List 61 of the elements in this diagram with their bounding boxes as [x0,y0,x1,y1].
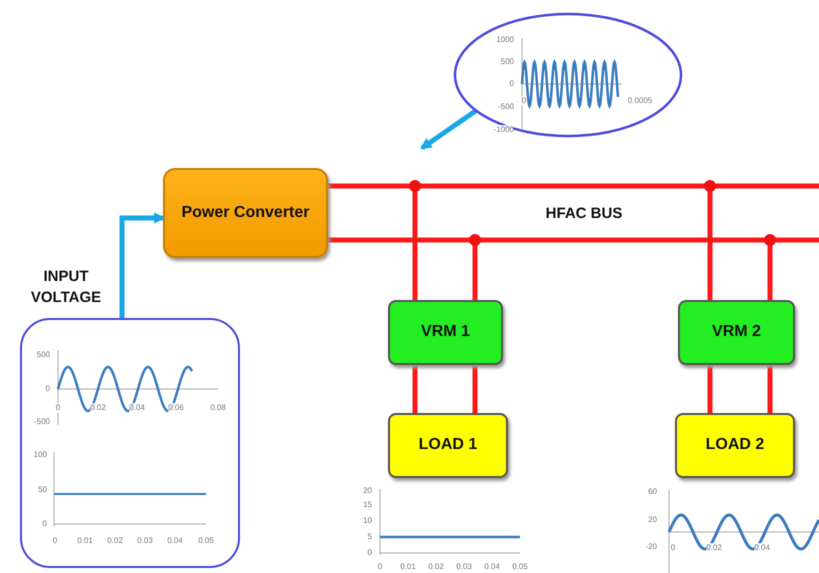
axis-tick-label: 0 [670,543,676,553]
node-label: Power Converter [181,202,310,223]
axis-tick-label: 500 [500,57,514,67]
axis-tick-label: 50 [38,485,47,495]
axis-tick-label: 0.04 [129,403,145,413]
axis-tick-label: 0 [510,79,514,89]
axis-tick-label: 0 [368,548,372,558]
node-label: LOAD 1 [418,435,478,456]
axis-tick-label: 0.0005 [628,96,652,106]
callout-ellipse [453,12,683,138]
axis-tick-label: 0.04 [167,536,183,546]
axis-tick-label: 0 [52,536,58,546]
axis-tick-label: -500 [34,417,50,427]
panel-box [20,318,240,568]
axis-tick-label: 0.02 [428,562,444,572]
axis-tick-label: 5 [368,532,372,542]
node-label: LOAD 2 [706,435,764,456]
process-box [675,413,795,478]
axis-tick-label: 0.08 [210,403,226,413]
axis-tick-label: 15 [363,500,372,510]
process-box [388,413,508,478]
axis-tick-label: -500 [498,102,514,112]
axis-tick-label: 0.04 [484,562,500,572]
bus-line [708,365,712,413]
axis-tick-label: 100 [34,450,47,460]
axis-tick-label: 0.01 [400,562,416,572]
axis-tick-label: 20 [648,515,657,525]
axis-tick-label: 0.03 [137,536,153,546]
axis-tick-label: 10 [363,516,372,526]
axis-tick-label: 0 [46,384,50,394]
arrow [420,108,478,150]
bus-line [472,365,478,413]
axis-tick-label: 0.01 [77,536,93,546]
axis-tick-label: 60 [648,487,657,497]
arrow [120,212,166,318]
axis-tick-label: -20 [645,542,657,552]
axis-tick-label: 0 [56,403,60,413]
input-label: INPUT VOLTAGE [30,267,102,308]
axis-tick-label: 0.05 [512,562,528,572]
axis-tick-label: 0.02 [90,403,106,413]
converter-box [163,168,328,258]
axis-tick-label: 1000 [496,35,514,45]
bus-line [412,365,418,413]
axis-tick-label: 0.03 [456,562,472,572]
axis-tick-label: 0.05 [198,536,214,546]
process-box [678,300,795,365]
axis-tick-label: 0 [42,519,47,529]
axis-tick-label: 0.06 [168,403,184,413]
bus-line [768,365,772,413]
bus-label: HFAC BUS [546,209,622,219]
axis-tick-label: 0 [378,562,382,572]
node-label: VRM 1 [421,322,470,342]
process-box [388,300,503,365]
axis-tick-label: -1000 [494,125,514,135]
axis-tick-label: 0.04 [754,543,770,553]
axis-tick-label: 0.02 [107,536,123,546]
axis-tick-label: 0 [522,96,526,106]
axis-tick-label: 500 [36,350,50,360]
axis-tick-label: 0.02 [706,543,722,553]
node-label: VRM 2 [712,322,761,342]
axis-tick-label: 20 [363,486,372,496]
